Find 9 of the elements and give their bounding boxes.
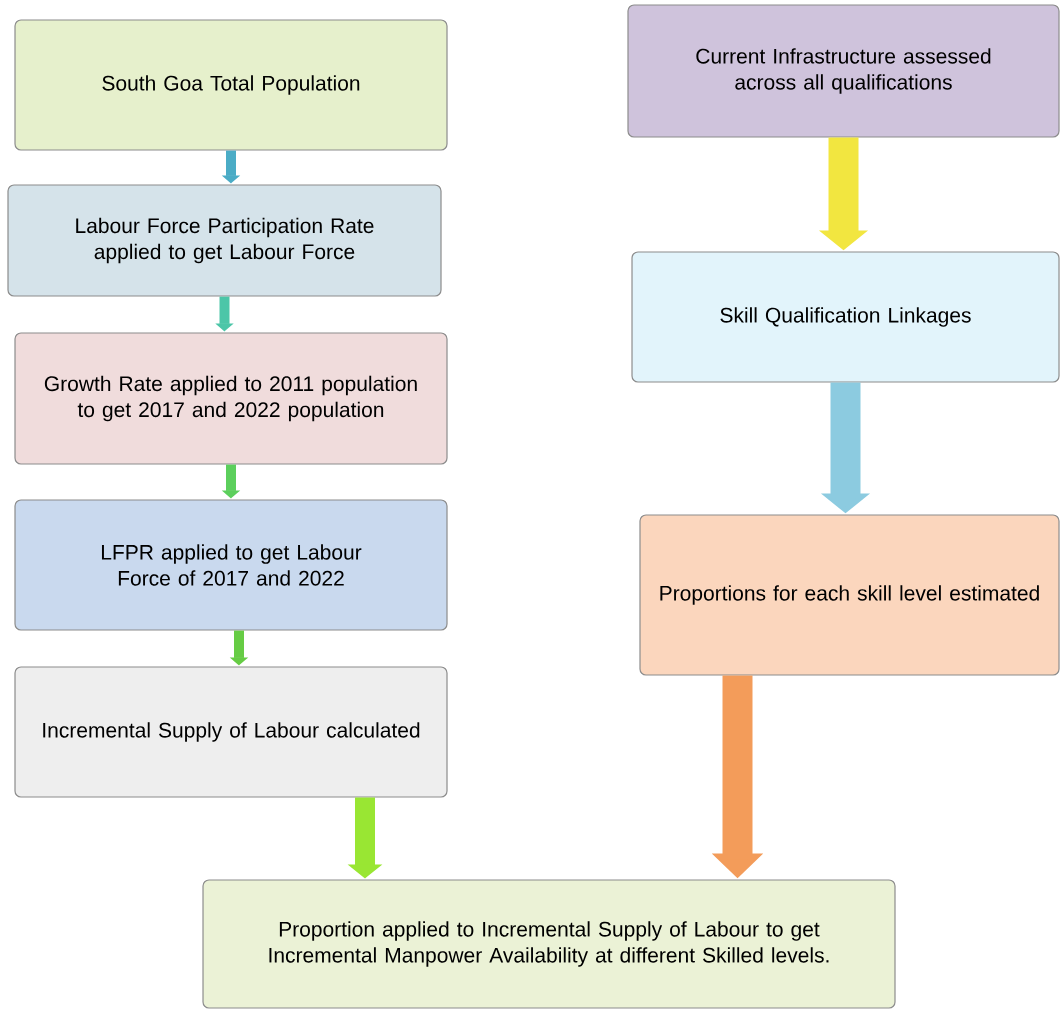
- process-box: Growth Rate applied to 2011 population to get 2017 and 2022 population: [14, 332, 448, 465]
- process-box: Proportions for each skill level estimated: [639, 514, 1060, 676]
- process-box: South Goa Total Population: [14, 19, 448, 151]
- process-box: Skill Qualification Linkages: [631, 251, 1060, 383]
- process-box: LFPR applied to get Labour Force of 2017 and 2022: [14, 499, 448, 631]
- process-box: Current Infrastructure assessed across all qualifications: [627, 4, 1060, 138]
- process-box: Incremental Supply of Labour calculated: [14, 666, 448, 798]
- process-box: Labour Force Participation Rate applied to get Labour Force: [7, 184, 442, 297]
- process-box: Proportion applied to Incremental Supply of Labour to get Incremental Manpower Availability at different Skilled levels.: [202, 879, 896, 1009]
